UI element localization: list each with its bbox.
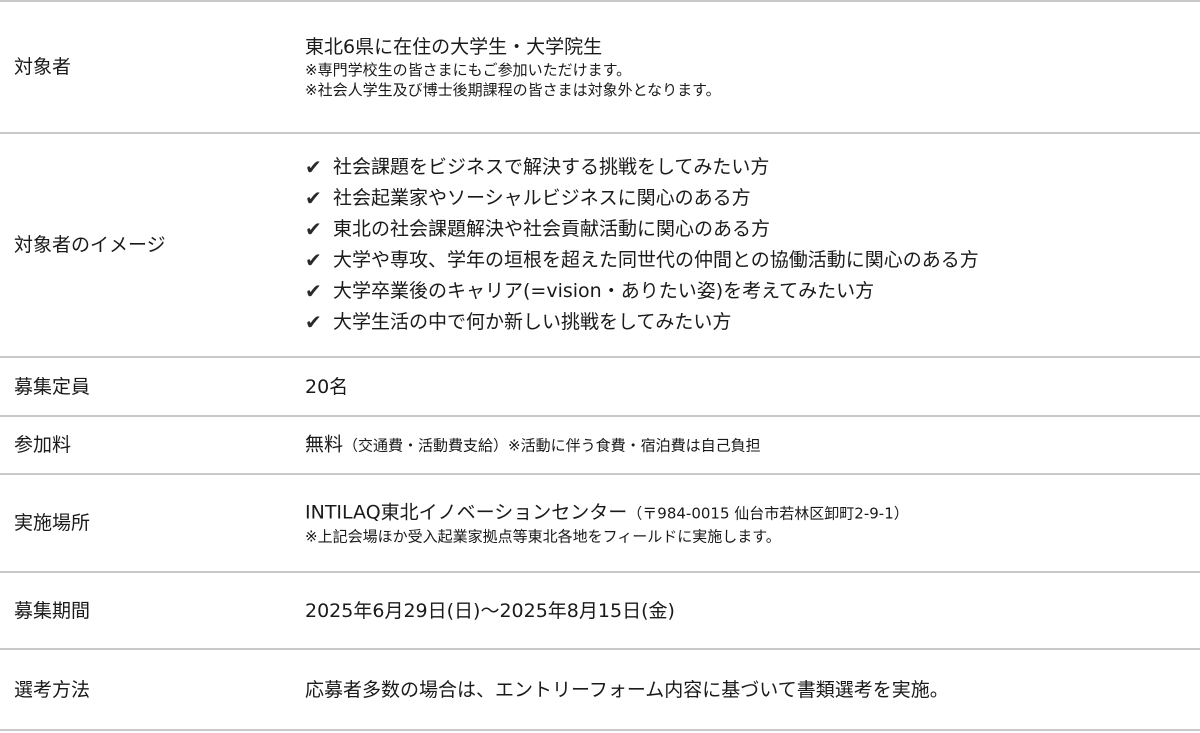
check-icon: ✔ xyxy=(305,310,322,334)
row-label: 募集定員 xyxy=(14,375,91,398)
fee-main: 無料 xyxy=(305,433,344,456)
table-row-fee: 参加料 無料（交通費・活動費支給）※活動に伴う食費・宿泊費は自己負担 xyxy=(0,417,1200,475)
venue-address: （〒984-0015 仙台市若林区卸町2-9-1） xyxy=(627,504,909,523)
fee-text: 無料（交通費・活動費支給）※活動に伴う食費・宿泊費は自己負担 xyxy=(305,432,761,459)
row-value: INTILAQ東北イノベーションセンター（〒984-0015 仙台市若林区卸町2… xyxy=(305,500,909,547)
check-icon: ✔ xyxy=(305,155,322,179)
list-item-text: 大学や専攻、学年の垣根を超えた同世代の仲間との協働活動に関心のある方 xyxy=(333,249,979,271)
target-note: ※社会人学生及び博士後期課程の皆さまは対象外となります。 xyxy=(305,81,721,99)
list-item: ✔ 大学や専攻、学年の垣根を超えた同世代の仲間との協働活動に関心のある方 xyxy=(305,245,979,276)
row-value: 2025年6月29日(日)～2025年8月15日(金) xyxy=(305,598,675,624)
list-item: ✔ 東北の社会課題解決や社会貢献活動に関心のある方 xyxy=(305,214,979,245)
fee-detail: （交通費・活動費支給）※活動に伴う食費・宿泊費は自己負担 xyxy=(343,436,761,455)
table-row-period: 募集期間 2025年6月29日(日)～2025年8月15日(金) xyxy=(0,573,1200,650)
target-note: ※専門学校生の皆さまにもご参加いただけます。 xyxy=(305,61,632,79)
list-item: ✔ 社会起業家やソーシャルビジネスに関心のある方 xyxy=(305,183,979,214)
check-icon: ✔ xyxy=(305,217,322,241)
target-main-text: 東北6県に在住の大学生・大学院生 xyxy=(305,36,603,58)
venue-note: ※上記会場ほか受入起業家拠点等東北各地をフィールドに実施します。 xyxy=(305,527,781,546)
table-row-selection: 選考方法 応募者多数の場合は、エントリーフォーム内容に基づいて書類選考を実施。 xyxy=(0,650,1200,731)
list-item-text: 大学生活の中で何か新しい挑戦をしてみたい方 xyxy=(333,311,732,333)
list-item: ✔ 社会課題をビジネスで解決する挑戦をしてみたい方 xyxy=(305,152,979,183)
table-row-capacity: 募集定員 20名 xyxy=(0,358,1200,417)
period-text: 2025年6月29日(日)～2025年8月15日(金) xyxy=(305,599,675,622)
row-value: 応募者多数の場合は、エントリーフォーム内容に基づいて書類選考を実施。 xyxy=(305,677,949,703)
row-value: 20名 xyxy=(305,374,348,400)
capacity-text: 20名 xyxy=(305,375,349,398)
row-label: 選考方法 xyxy=(14,678,91,701)
venue-name: INTILAQ東北イノベーションセンター xyxy=(305,501,628,524)
check-icon: ✔ xyxy=(305,279,322,303)
check-icon: ✔ xyxy=(305,186,322,210)
venue-text: INTILAQ東北イノベーションセンター（〒984-0015 仙台市若林区卸町2… xyxy=(305,500,909,527)
table-row-venue: 実施場所 INTILAQ東北イノベーションセンター（〒984-0015 仙台市若… xyxy=(0,475,1200,573)
row-label: 対象者のイメージ xyxy=(14,234,166,256)
list-item-text: 東北の社会課題解決や社会貢献活動に関心のある方 xyxy=(333,218,771,240)
row-value: 無料（交通費・活動費支給）※活動に伴う食費・宿泊費は自己負担 xyxy=(305,432,761,459)
list-item-text: 社会起業家やソーシャルビジネスに関心のある方 xyxy=(333,187,751,209)
check-icon: ✔ xyxy=(305,248,322,272)
list-item: ✔ 大学卒業後のキャリア(=vision・ありたい姿)を考えてみたい方 xyxy=(305,276,979,307)
selection-text: 応募者多数の場合は、エントリーフォーム内容に基づいて書類選考を実施。 xyxy=(305,678,949,701)
row-label: 対象者 xyxy=(14,56,72,78)
list-item-text: 大学卒業後のキャリア(=vision・ありたい姿)を考えてみたい方 xyxy=(333,280,875,302)
table-row-target-image: 対象者のイメージ ✔ 社会課題をビジネスで解決する挑戦をしてみたい方 ✔ 社会起業家… xyxy=(0,134,1200,358)
row-value: 東北6県に在住の大学生・大学院生 ※専門学校生の皆さまにもご参加いただけます。 … xyxy=(305,34,721,100)
target-image-list: ✔ 社会課題をビジネスで解決する挑戦をしてみたい方 ✔ 社会起業家やソーシャルビジネ… xyxy=(305,152,979,338)
list-item: ✔ 大学生活の中で何か新しい挑戦をしてみたい方 xyxy=(305,307,979,338)
list-item-text: 社会課題をビジネスで解決する挑戦をしてみたい方 xyxy=(333,156,770,178)
row-label: 募集期間 xyxy=(14,599,91,622)
table-row-target: 対象者 東北6県に在住の大学生・大学院生 ※専門学校生の皆さまにもご参加いただけ… xyxy=(0,0,1200,134)
row-value: ✔ 社会課題をビジネスで解決する挑戦をしてみたい方 ✔ 社会起業家やソーシャルビジネ… xyxy=(305,152,979,338)
row-label: 実施場所 xyxy=(14,512,91,534)
row-label: 参加料 xyxy=(14,434,72,456)
